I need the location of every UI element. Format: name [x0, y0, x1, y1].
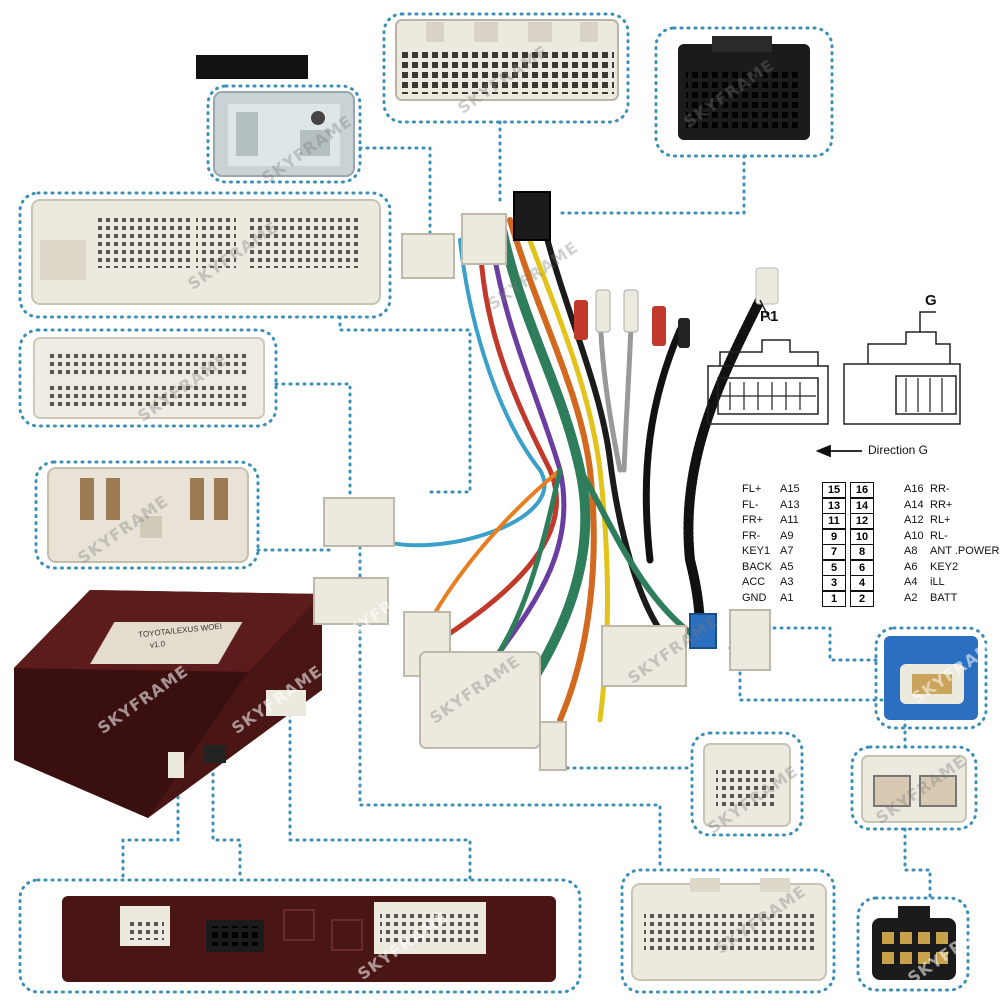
- top-white-connector: [395, 19, 619, 101]
- pin-number-right: 2: [850, 590, 874, 607]
- top-black-connector: [678, 36, 810, 140]
- black-bar: [196, 55, 308, 79]
- pin-name-right: ANT .POWER: [930, 545, 1000, 557]
- pin-code-right: A6: [904, 560, 918, 573]
- p1-connector-drawing: [707, 299, 829, 425]
- pin-number-right: 12: [850, 513, 874, 529]
- pin-name-right: RL+: [930, 514, 951, 526]
- rca-plugs: [574, 267, 779, 348]
- pin-number-left: 3: [822, 575, 846, 591]
- pin-code-right: A2: [904, 591, 918, 604]
- pin-number-right: 4: [850, 575, 874, 591]
- pin-number-left: 13: [822, 497, 846, 514]
- g-connector-drawing: [843, 311, 961, 425]
- pin-code-left: A3: [780, 576, 794, 588]
- pin-code-right: A8: [904, 545, 918, 557]
- frame-small-grey-connector: [206, 84, 362, 184]
- small-grey-connector: [213, 91, 355, 177]
- pin-code-left: A9: [780, 529, 794, 542]
- pin-number-right: 10: [850, 528, 874, 545]
- direction-label: Direction G: [868, 443, 929, 457]
- pin-name-right: iLL: [930, 576, 945, 588]
- decoder-label-2: v1.0: [149, 639, 166, 650]
- pin-code-left: A13: [780, 498, 800, 511]
- pin-name-right: KEY2: [930, 560, 959, 573]
- pin-number-left: 1: [822, 590, 846, 607]
- frame-terminal-connector: [34, 460, 260, 570]
- frame-decoder-connectors: [18, 878, 582, 994]
- pin-number-left: 5: [822, 559, 846, 576]
- pin-code-left: A11: [780, 514, 799, 526]
- frame-bottom-black-connector: [856, 896, 970, 992]
- pin-name-right: BATT: [930, 591, 958, 604]
- frame-top-white-connector: [382, 12, 630, 124]
- frame-blue-connector: [874, 626, 988, 730]
- pin-number-right: 16: [850, 482, 874, 498]
- decoder-box-side: [62, 896, 556, 982]
- pin-number-left: 11: [822, 513, 846, 529]
- pin-code-left: A7: [780, 545, 794, 557]
- pin-name-left: FL-: [742, 498, 759, 511]
- pin-code-left: A15: [780, 483, 800, 495]
- pin-number-right: 6: [850, 559, 874, 576]
- frame-small-connector-mid: [690, 731, 804, 837]
- pin-number-right: 14: [850, 497, 874, 514]
- bottom-white-connector: [631, 878, 827, 981]
- pin-name-right: RL-: [930, 529, 948, 542]
- pin-name-left: FR+: [742, 514, 764, 526]
- terminal-connector: [47, 467, 249, 563]
- pin-name-left: BACK: [742, 560, 772, 573]
- pin-number-left: 15: [822, 482, 846, 498]
- pin-name-left: ACC: [742, 576, 766, 588]
- g-label: G: [925, 292, 937, 309]
- pin-number-left: 9: [822, 528, 846, 545]
- frame-double-connector: [850, 745, 978, 831]
- pin-name-right: RR-: [930, 483, 950, 495]
- frame-bottom-white-connector: [620, 868, 836, 994]
- direction-arrow: [815, 444, 862, 458]
- pin-name-left: KEY1: [742, 545, 771, 557]
- large-white-connector: [31, 199, 381, 305]
- pin-number-right: 8: [850, 544, 874, 560]
- double-connector: [861, 755, 967, 823]
- pin-number-left: 7: [822, 544, 846, 560]
- pin-code-right: A14: [904, 498, 924, 511]
- p1-label: P1: [760, 308, 779, 325]
- blue-connector: [884, 636, 978, 720]
- pin-name-left: FR-: [742, 529, 761, 542]
- small-mid-connector: [703, 743, 791, 827]
- pin-code-left: A5: [780, 560, 794, 573]
- pin-name-left: GND: [742, 591, 767, 604]
- decoder-box: [14, 590, 322, 818]
- bottom-black-connector: [872, 906, 956, 980]
- harness-connectors: [313, 191, 771, 771]
- frame-large-white-connector: [18, 191, 392, 319]
- pin-code-left: A1: [780, 591, 794, 604]
- white-connector-2: [33, 337, 265, 419]
- pin-code-right: A4: [904, 576, 918, 588]
- pin-name-left: FL+: [742, 483, 762, 495]
- pin-code-right: A10: [904, 529, 924, 542]
- pin-code-right: A16: [904, 483, 924, 495]
- pin-name-right: RR+: [930, 498, 953, 511]
- pin-code-right: A12: [904, 514, 924, 526]
